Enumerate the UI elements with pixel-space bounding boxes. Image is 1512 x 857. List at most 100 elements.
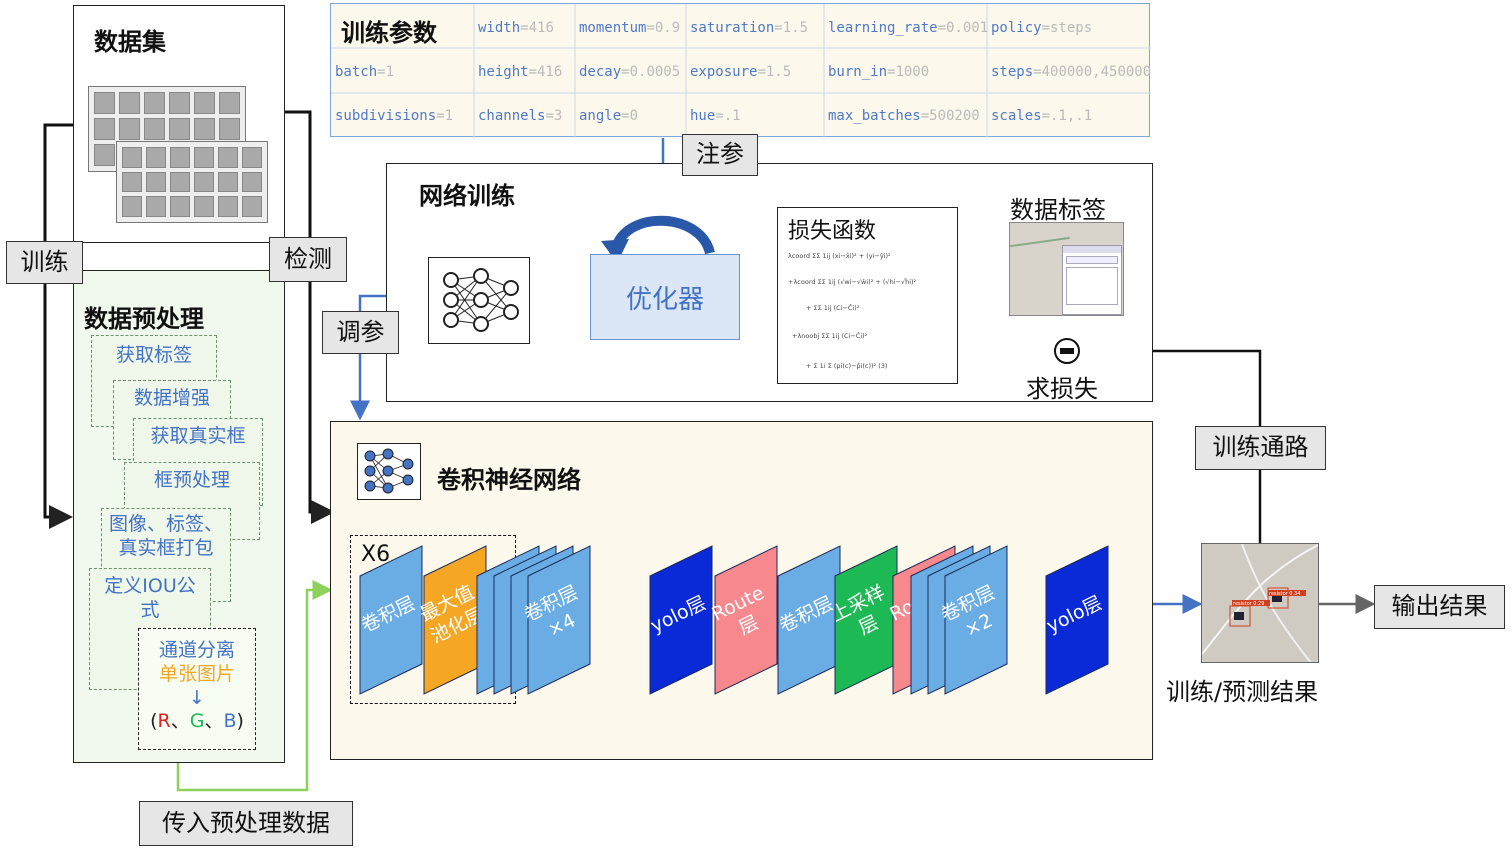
loss-formula-image: λcoord ΣΣ 1ij (xi−x̂i)² + (yi−ŷi)² +λcoo… [788,252,917,370]
param-value: =steps [1041,20,1093,36]
net-train-title: 网络训练 [419,182,515,210]
param-cell: hue=.1 [690,108,741,124]
step-channel-split: 通道分离 单张图片 ↓ (R、G、B) [138,628,256,750]
cnn-small-icon [357,443,421,500]
channel-r: R [157,710,171,733]
dataset-thumbnails-front [116,141,268,223]
param-key: momentum [579,20,647,36]
param-cell: width=416 [478,20,554,36]
param-value: =.1,.1 [1041,108,1093,124]
param-key: burn_in [828,64,888,80]
params-title: 训练参数 [341,19,437,47]
optimizer-box: 优化器 [590,254,740,340]
cnn-title: 卷积神经网络 [437,466,581,494]
param-cell: burn_in=1000 [828,64,929,80]
param-value: =1.5 [757,64,792,80]
param-value: =0.001 [937,20,989,36]
cnn-layers: 卷积层最大值池化层卷积层×4yolo层Route层卷积层上采样层Route层卷积… [358,545,1109,695]
result-image-svg: resistor 0.29 resistor 0.34 [1202,544,1318,662]
param-key: steps [991,64,1034,80]
tune-tag: 调参 [322,311,399,354]
param-cell: height=416 [478,64,562,80]
param-value: =0.9 [646,20,681,36]
separator: 、 [204,710,224,733]
cnn-layer-shape [1045,545,1109,695]
param-cell: max_batches=500200 [828,108,980,124]
param-key: subdivisions [335,108,437,124]
param-key: learning_rate [828,20,938,36]
param-cell: exposure=1.5 [690,64,791,80]
repeat-label: X6 [361,542,391,567]
param-cell: steps=400000,450000 [991,64,1151,80]
step-label: 定义IOU公式 [104,575,196,621]
param-key: decay [579,64,622,80]
cnn-layer-shape [649,545,713,695]
step-label: 数据增强 [133,387,210,409]
single-image-text: 单张图片 [158,662,235,685]
param-value: =416 [528,64,563,80]
param-value: =1000 [887,64,930,80]
dialog-list [1066,267,1118,305]
data-label-screenshot [1009,222,1124,316]
param-value: =1 [436,108,454,124]
param-key: scales [991,108,1042,124]
svg-text:+ ΣΣ 1ij (Ci−Ĉi)²: + ΣΣ 1ij (Ci−Ĉi)² [806,303,860,312]
param-cell: policy=steps [991,20,1092,36]
svg-text:λcoord ΣΣ 1ij (xi−x̂i)² + (yi−: λcoord ΣΣ 1ij (xi−x̂i)² + (yi−ŷi)² [788,252,891,260]
param-key: max_batches [828,108,921,124]
data-label-title: 数据标签 [1010,196,1106,224]
rgb-text: (R、G、B) [139,710,255,734]
loss-function-box: 损失函数 λcoord ΣΣ 1ij (xi−x̂i)² + (yi−ŷi)² … [777,207,958,384]
paren-open: ( [150,710,158,733]
channel-split-text: 通道分离 [158,639,235,661]
cnn-layer-shape [944,545,1008,695]
svg-text:+ Σ 1i Σ (pi(c)−p̂i(c))²: + Σ 1i Σ (pi(c)−p̂i(c))² (3) [806,362,887,370]
find-loss-label: 求损失 [1026,375,1098,403]
param-key: saturation [690,20,775,36]
param-key: batch [335,64,378,80]
detection-label-2: resistor 0.34 [1269,591,1300,597]
neural-net-icon [428,257,530,344]
param-value: =.1 [715,108,741,124]
param-key: width [478,20,521,36]
minus-icon [1054,338,1080,364]
param-value: =500200 [920,108,980,124]
param-cell: channels=3 [478,108,562,124]
cnn-small-svg [364,448,414,494]
optimizer-loop-icon [601,215,715,260]
pass-data-tag: 传入预处理数据 [139,801,353,846]
labelimg-dialog [1062,245,1122,315]
svg-text:+λnoobj ΣΣ 1ij (Ci−Ĉi)²: +λnoobj ΣΣ 1ij (Ci−Ĉi)² [792,331,868,340]
param-cell: subdivisions=1 [335,108,453,124]
result-image: resistor 0.29 resistor 0.34 [1201,543,1319,663]
param-cell: scales=.1,.1 [991,108,1092,124]
label-wire [1010,236,1070,248]
dialog-input [1066,256,1118,264]
down-arrow-icon: ↓ [189,686,205,709]
svg-text:+λcoord ΣΣ 1ij (√wi−√ŵi)² + (√: +λcoord ΣΣ 1ij (√wi−√ŵi)² + (√hi−√ĥi)² [788,277,917,286]
param-value: =400000,450000 [1033,64,1152,80]
param-value: =1 [377,64,395,80]
param-cell: decay=0.0005 [579,64,680,80]
detect-line [285,110,335,524]
dialog-titlebar [1063,246,1121,253]
step-label: 图像、标签、真实框打包 [108,513,223,559]
cnn-layer-shape [527,545,591,695]
param-key: angle [579,108,622,124]
step-label: 框预处理 [153,469,230,491]
detection-label-1: resistor 0.29 [1233,601,1264,607]
param-cell: batch=1 [335,64,394,80]
params-grid-lines [331,4,1151,138]
train-tag: 训练 [6,241,83,284]
inject-tag: 注参 [682,134,758,176]
result-caption: 训练/预测结果 [1166,678,1319,706]
param-value: =416 [520,20,554,36]
cnn-layer-shape [714,545,778,695]
param-cell: angle=0 [579,108,638,124]
param-value: =0 [621,108,639,124]
preprocess-title: 数据预处理 [84,305,204,333]
param-key: channels [478,108,546,124]
dataset-title: 数据集 [94,28,166,56]
param-key: exposure [690,64,758,80]
